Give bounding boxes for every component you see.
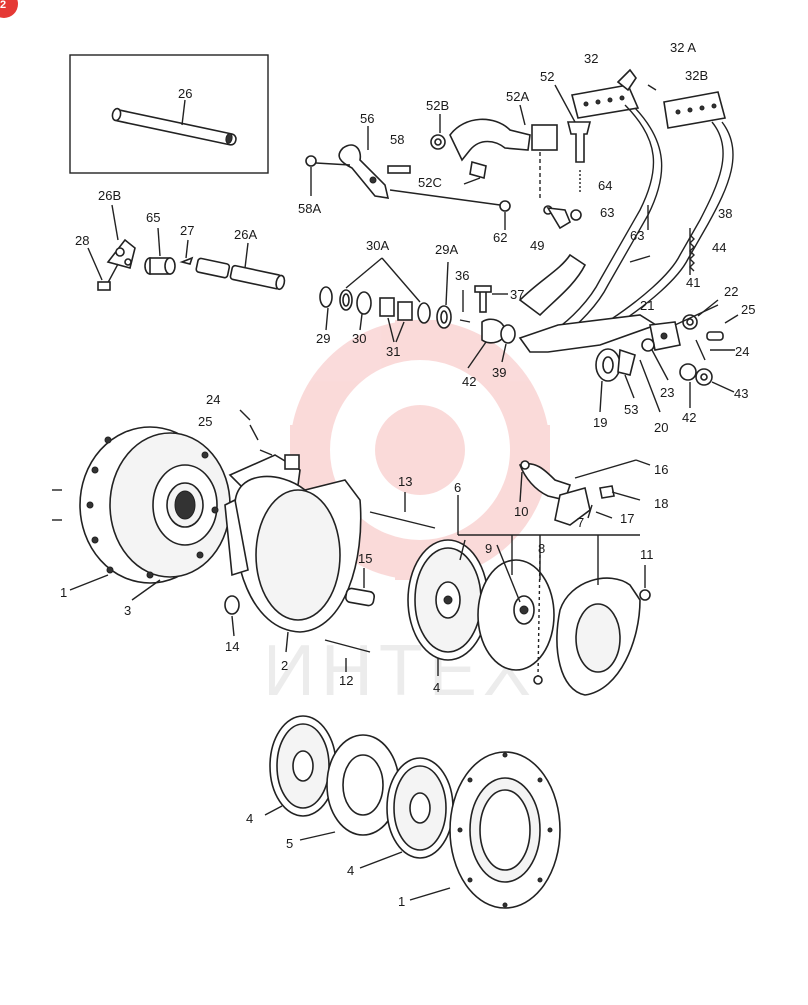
callout-18: 18 [654, 496, 668, 511]
callout-15: 15 [358, 551, 372, 566]
callout-42b: 42 [682, 410, 696, 425]
callout-30A: 30A [366, 238, 389, 253]
callout-27: 27 [180, 223, 194, 238]
callout-19: 19 [593, 415, 607, 430]
callout-13: 13 [398, 474, 412, 489]
callout-11: 11 [640, 547, 654, 562]
right-linkage-parts [595, 299, 739, 413]
callout-4c: 4 [347, 863, 354, 878]
callout-28: 28 [75, 233, 89, 248]
callout-52B: 52B [426, 98, 449, 113]
callout-32: 32 [584, 51, 598, 66]
pins [324, 492, 436, 672]
pedal-assembly [518, 68, 734, 337]
brake-backplate [224, 475, 362, 653]
callout-2: 2 [281, 658, 288, 673]
callout-31: 31 [386, 344, 400, 359]
pivot-parts [87, 204, 286, 291]
callout-12: 12 [339, 673, 353, 688]
callout-21: 21 [640, 298, 654, 313]
callout-14: 14 [225, 639, 239, 654]
callout-25b: 25 [198, 414, 212, 429]
callout-32A: 32 A [670, 40, 696, 55]
cross-shaft-parts [319, 257, 658, 369]
callout-38: 38 [718, 206, 732, 221]
callout-22: 22 [724, 284, 738, 299]
callout-10: 10 [514, 504, 528, 519]
callout-65: 65 [146, 210, 160, 225]
brake-housing [52, 409, 301, 601]
callout-43: 43 [734, 386, 748, 401]
callout-26B: 26B [98, 188, 121, 203]
callout-17: 17 [620, 511, 634, 526]
callout-20: 20 [654, 420, 668, 435]
callout-29A: 29A [435, 242, 458, 257]
callout-23: 23 [660, 385, 674, 400]
callout-63b: 63 [630, 228, 644, 243]
callout-labels: 26 26B 65 27 26A 28 56 58 58A 52B 52A 52… [60, 40, 755, 909]
actuator-linkage [457, 459, 651, 677]
callout-41: 41 [686, 275, 700, 290]
callout-30: 30 [352, 331, 366, 346]
callout-7: 7 [577, 515, 584, 530]
callout-64: 64 [598, 178, 612, 193]
callout-16: 16 [654, 462, 668, 477]
callout-29: 29 [316, 331, 330, 346]
callout-1b: 1 [398, 894, 405, 909]
callout-52C: 52C [418, 175, 442, 190]
callout-39: 39 [492, 365, 506, 380]
callout-24a: 24 [735, 344, 749, 359]
callout-44: 44 [712, 240, 726, 255]
callout-63a: 63 [600, 205, 614, 220]
callout-3: 3 [124, 603, 131, 618]
callout-4a: 4 [433, 680, 440, 695]
callout-25a: 25 [741, 302, 755, 317]
callout-58: 58 [390, 132, 404, 147]
callout-52A: 52A [506, 89, 529, 104]
callout-5: 5 [286, 836, 293, 851]
callout-58A: 58A [298, 201, 321, 216]
callout-62: 62 [493, 230, 507, 245]
callout-6: 6 [454, 480, 461, 495]
callout-49: 49 [530, 238, 544, 253]
callout-36: 36 [455, 268, 469, 283]
callout-53: 53 [624, 402, 638, 417]
callout-26A: 26A [234, 227, 257, 242]
callout-32B: 32B [685, 68, 708, 83]
watermark-logo: ИНТЕХ [263, 320, 550, 711]
callout-9: 9 [485, 541, 492, 556]
page-badge: 2 [0, 0, 18, 18]
callout-52: 52 [540, 69, 554, 84]
callout-42a: 42 [462, 374, 476, 389]
callout-4b: 4 [246, 811, 253, 826]
lever-assembly [305, 126, 582, 230]
disc-stack [264, 715, 561, 909]
bracket-52A [430, 84, 592, 200]
callout-37: 37 [510, 287, 524, 302]
callout-24b: 24 [206, 392, 220, 407]
callout-56: 56 [360, 111, 374, 126]
callout-8: 8 [538, 541, 545, 556]
part-26-inset [69, 54, 269, 174]
callout-1a: 1 [60, 585, 67, 600]
callout-26: 26 [178, 86, 192, 101]
brake-discs [407, 539, 651, 696]
badge-number: 2 [0, 0, 6, 11]
